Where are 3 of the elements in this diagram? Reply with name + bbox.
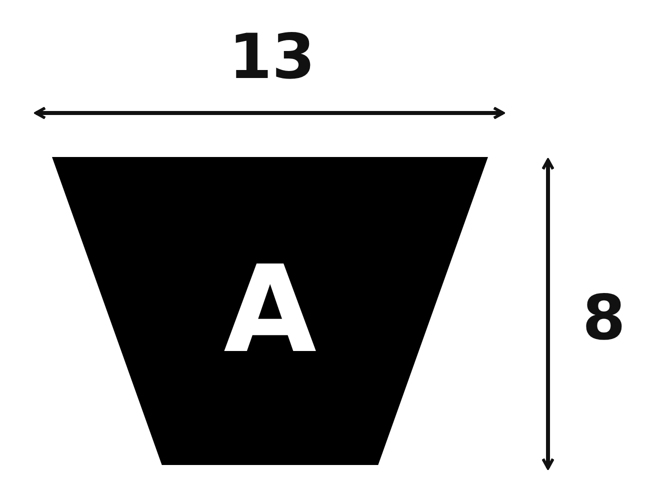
- dimension-label: 8: [582, 287, 626, 349]
- section-letter: A: [224, 251, 316, 371]
- dimension-label: 13: [228, 26, 316, 88]
